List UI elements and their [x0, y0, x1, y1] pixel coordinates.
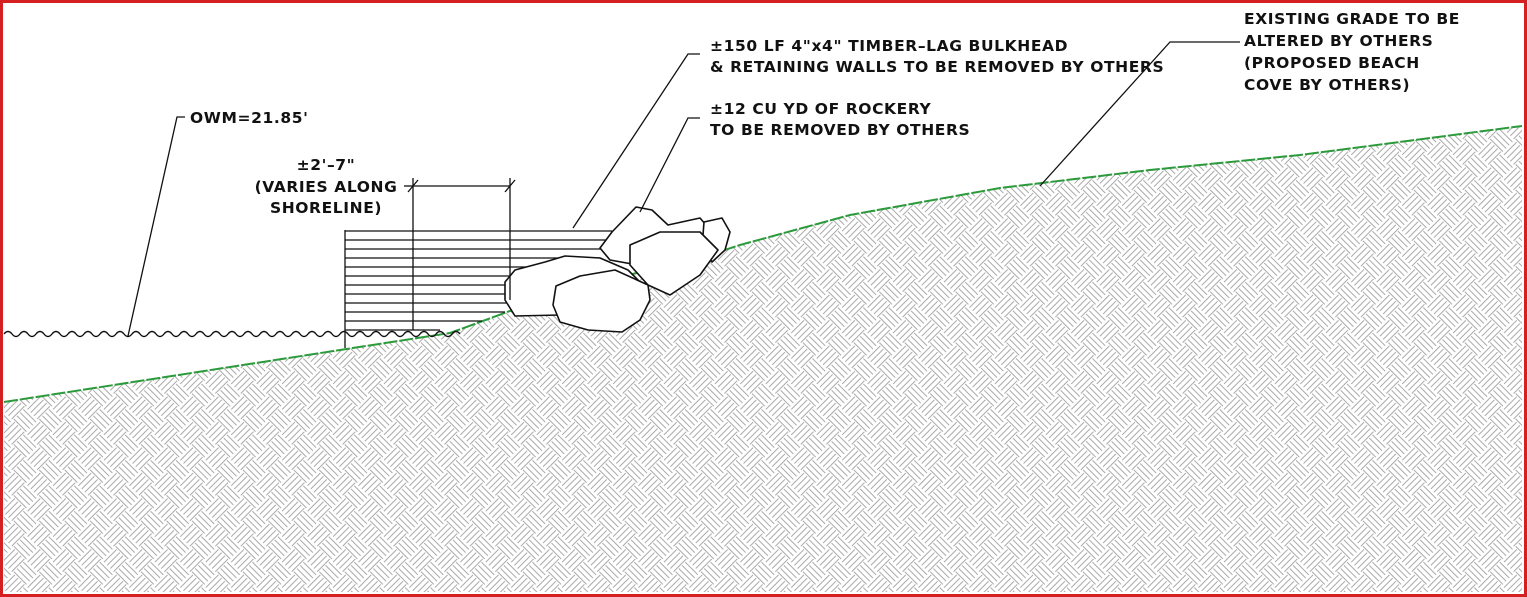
dimension-note-line2: SHORELINE) [270, 199, 382, 217]
rockery-label-line2: TO BE REMOVED BY OTHERS [710, 121, 970, 139]
bulkhead-label-line2: & RETAINING WALLS TO BE REMOVED BY OTHER… [710, 58, 1164, 76]
grade-label-line2: ALTERED BY OTHERS [1244, 32, 1433, 50]
rockery-boulders [504, 206, 731, 333]
soil-hatch [4, 126, 1522, 592]
grade-label-line4: COVE BY OTHERS) [1244, 76, 1410, 94]
dimension-width [404, 178, 516, 330]
owm-label: OWM=21.85' [190, 109, 308, 127]
grade-label-line1: EXISTING GRADE TO BE [1244, 10, 1460, 28]
dimension-note-line1: (VARIES ALONG [255, 178, 398, 196]
rockery-label-line1: ±12 CU YD OF ROCKERY [710, 100, 932, 118]
water-line [3, 330, 461, 338]
grade-label-line3: (PROPOSED BEACH [1244, 54, 1420, 72]
dimension-value-label: ±2'–7" [297, 156, 356, 174]
leader-lines [127, 41, 1240, 337]
bulkhead-label-line1: ±150 LF 4"x4" TIMBER–LAG BULKHEAD [710, 37, 1068, 55]
